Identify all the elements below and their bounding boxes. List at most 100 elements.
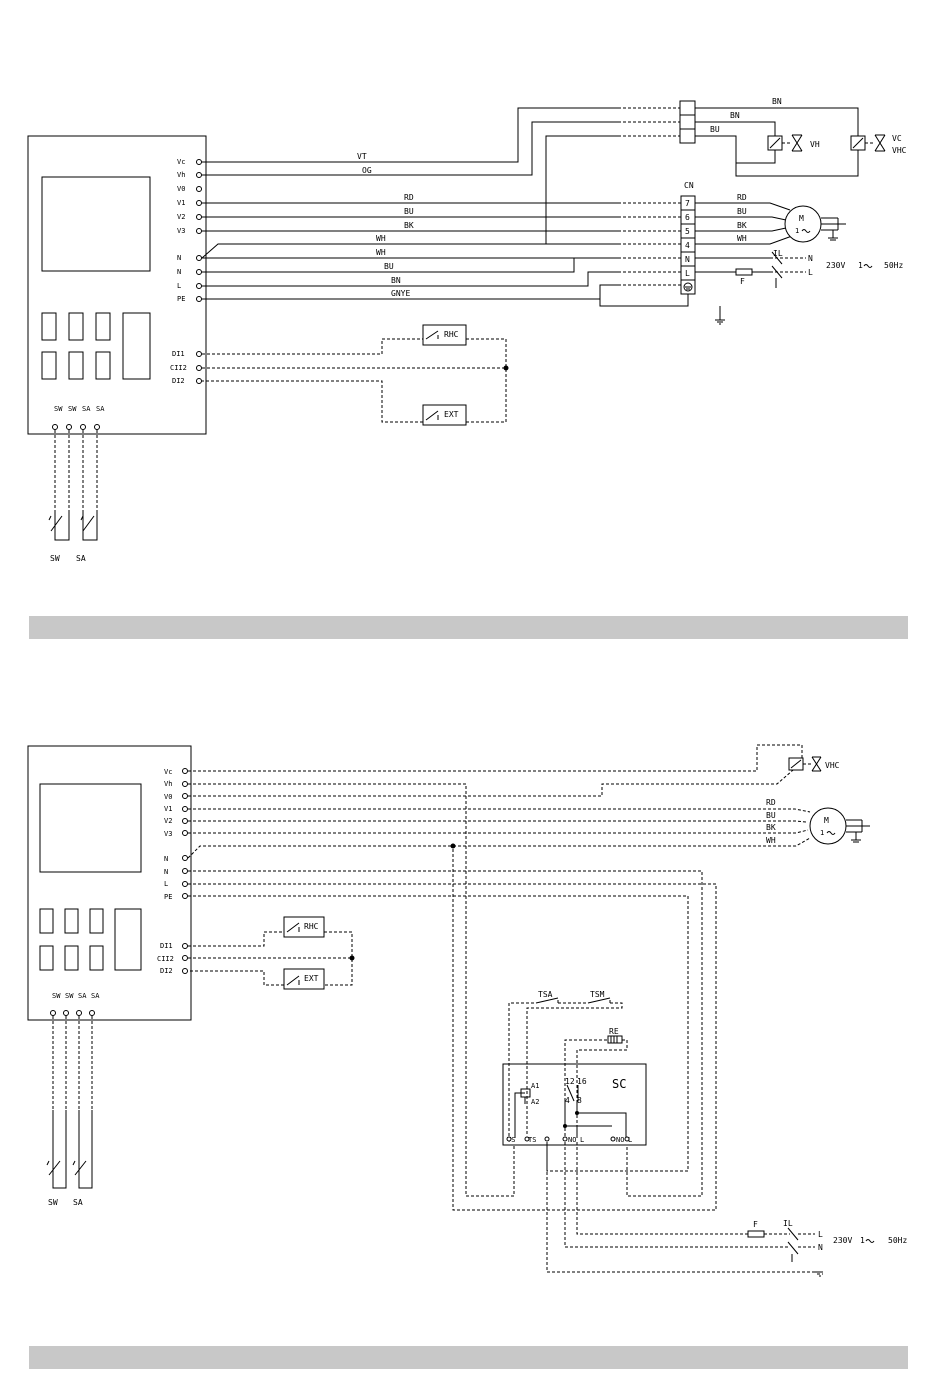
separator-bar	[29, 616, 908, 639]
junction-dot	[503, 365, 509, 371]
frequency-label: 50Hz	[884, 261, 903, 270]
cn-label: CN	[684, 181, 694, 190]
controller-key	[64, 945, 79, 971]
terminal-label: V2	[164, 817, 172, 825]
fuse-label: F	[753, 1220, 758, 1229]
controller-key	[41, 312, 57, 341]
supply-label: N	[808, 254, 813, 263]
sc-label: SC	[612, 1077, 626, 1091]
cn-pin: L	[685, 269, 690, 278]
switch-label: EXT	[444, 410, 459, 419]
cn-pin: 7	[685, 199, 690, 208]
earth-icon	[599, 294, 725, 325]
wire-label: BU	[384, 262, 394, 271]
diagram-1: Vc Vh V0 V1 V2 V3 N N L PE DI1 CII2 DI2	[27, 97, 907, 563]
rhc-switch	[422, 324, 467, 346]
thermostat-label: TSM	[590, 990, 605, 999]
motor-earth-icon	[846, 819, 870, 843]
supply-label: N	[818, 1243, 823, 1252]
motor-wire-label: WH	[737, 234, 747, 243]
valve-label: VHC	[825, 761, 840, 770]
switch-label: EXT	[304, 974, 319, 983]
sensor-term-label: SA	[91, 992, 100, 1000]
terminal-label: V3	[164, 830, 172, 838]
terminal-label: N	[177, 254, 181, 262]
valve-terminal	[679, 100, 696, 116]
valve-label: VHC	[892, 146, 907, 155]
cn-pin: 6	[685, 213, 690, 222]
voltage-label: 230V	[833, 1236, 852, 1245]
valve-icon	[791, 134, 803, 152]
sensor-term-label: SW	[68, 405, 77, 413]
terminal-label: L	[177, 282, 181, 290]
wire-label: RD	[404, 193, 414, 202]
separator-bar	[29, 1346, 908, 1369]
controller-large-key	[122, 312, 151, 380]
wire-label: WH	[376, 234, 386, 243]
controller-large-key	[114, 908, 142, 971]
il-label: IL	[773, 249, 783, 258]
phase-label: 1	[860, 1236, 865, 1245]
sensor-label: SA	[73, 1198, 83, 1207]
sensor-term-label: SA	[82, 405, 91, 413]
sc-term: 12	[565, 1077, 575, 1086]
terminal-label: DI2	[172, 377, 185, 385]
terminal-label: V1	[177, 199, 185, 207]
terminal-label: DI2	[160, 967, 173, 975]
wire-label: GNYE	[391, 289, 410, 298]
controller-key	[39, 945, 54, 971]
sc-term: 8	[577, 1096, 582, 1105]
motor-wire-label: RD	[737, 193, 747, 202]
fuse-icon	[735, 268, 753, 276]
motor-icon	[784, 205, 822, 243]
valve-terminal	[679, 128, 696, 144]
wires	[187, 744, 811, 1211]
motor-phase: 1	[820, 829, 824, 837]
valve-label: VH	[810, 140, 820, 149]
wire-label: BN	[391, 276, 401, 285]
sensor-label: SA	[76, 554, 86, 563]
cn-pin: 5	[685, 227, 690, 236]
controller-display	[39, 783, 142, 873]
sc-term: 4	[565, 1096, 570, 1105]
terminal-label: Vc	[177, 158, 185, 166]
controller-key	[95, 312, 111, 341]
ext-switch	[283, 968, 325, 990]
re-label: RE	[609, 1027, 619, 1036]
wires	[201, 107, 681, 300]
valve-icon	[874, 134, 886, 152]
motor-label: M	[799, 214, 804, 223]
sensor-term-label: SW	[54, 405, 63, 413]
sensor-term-label: SW	[65, 992, 74, 1000]
sensor-term-label: SW	[52, 992, 61, 1000]
terminal-circles	[182, 768, 188, 974]
motor-earth-icon	[821, 217, 846, 241]
il-label: IL	[783, 1219, 793, 1228]
motor-wire-label: BU	[737, 207, 747, 216]
terminal-label: N	[164, 868, 168, 876]
ext-switch	[422, 404, 467, 426]
controller-key	[68, 312, 84, 341]
switch-label: RHC	[444, 330, 459, 339]
sc-terminals	[506, 1136, 630, 1142]
fuse-label: F	[740, 277, 745, 286]
terminal-label: Vh	[164, 780, 172, 788]
sensor-term-label: SA	[78, 992, 87, 1000]
terminal-label: PE	[177, 295, 185, 303]
terminal-label: V3	[177, 227, 185, 235]
terminal-label: L	[164, 880, 168, 888]
supply-label: L	[818, 1230, 823, 1239]
terminal-label: DI1	[160, 942, 173, 950]
sensor-label: SW	[50, 554, 60, 563]
diagram-2: Vc Vh V0 V1 V2 V3 N N L PE DI1 CII2 DI2	[27, 744, 907, 1277]
terminal-label: V0	[164, 793, 172, 801]
phase-label: 1	[858, 261, 863, 270]
valve-wire-label: BN	[772, 97, 782, 106]
motor-wire-label: WH	[766, 836, 776, 845]
fuse-icon	[747, 1230, 765, 1238]
controller-key	[41, 351, 57, 380]
valve-icon	[811, 756, 822, 772]
sc-term: NO	[616, 1136, 624, 1144]
controller-key	[68, 351, 84, 380]
